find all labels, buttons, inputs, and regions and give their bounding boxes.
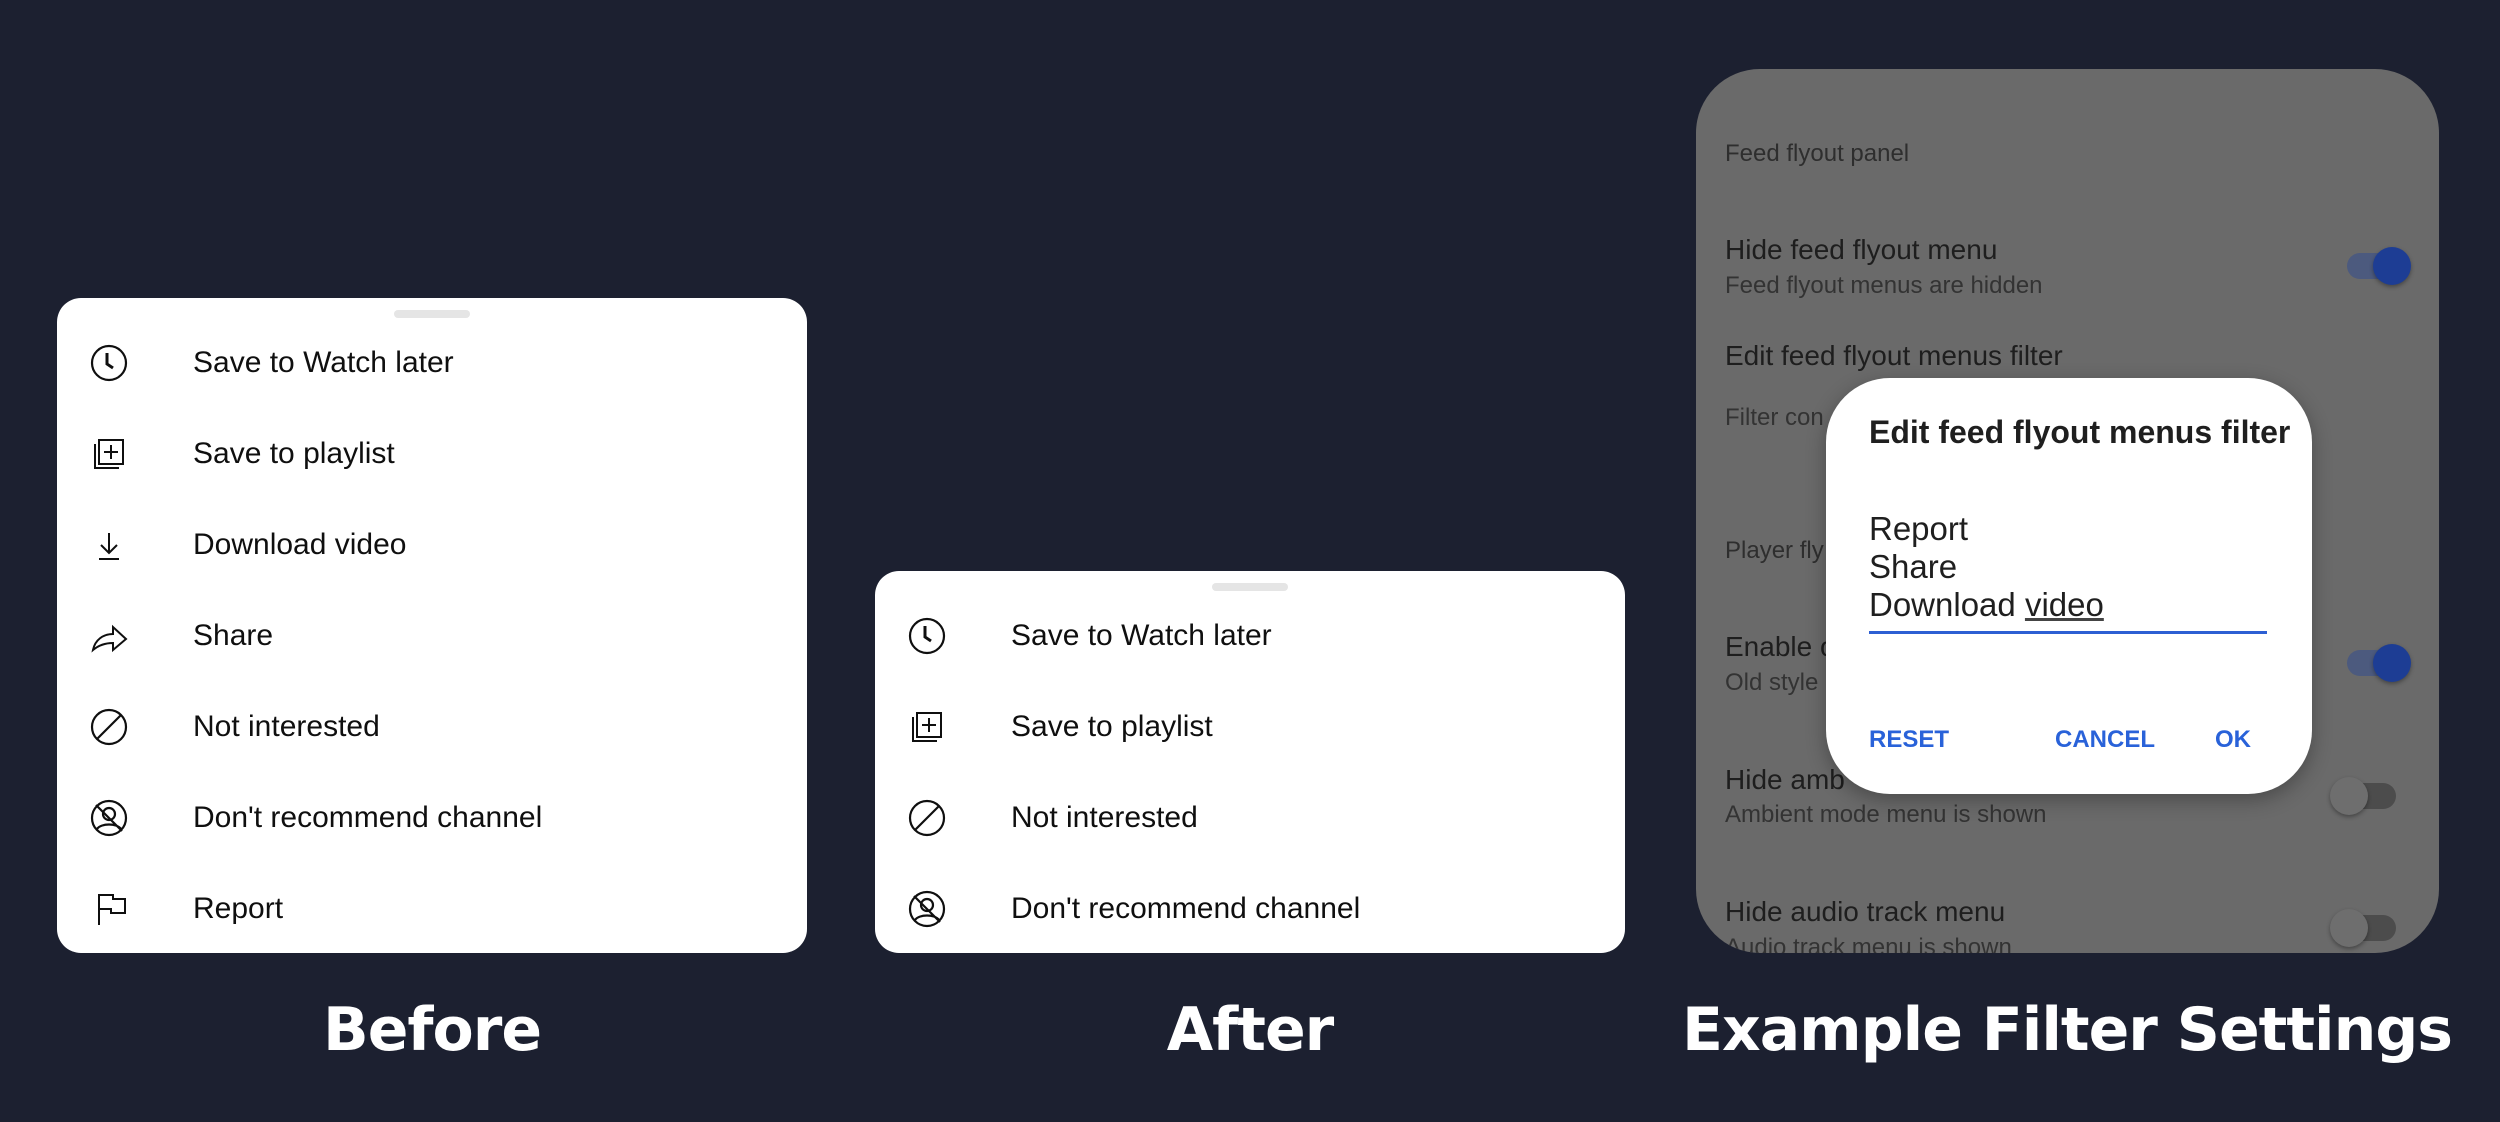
menu-item[interactable]: Report bbox=[57, 863, 807, 953]
filter-line: Download video bbox=[1869, 586, 2104, 624]
menu-item-label: Save to Watch later bbox=[1011, 618, 1272, 652]
share-icon bbox=[92, 625, 127, 651]
setting-summary: Feed flyout menus are hidden bbox=[1725, 272, 2043, 299]
filter-word: Download bbox=[1869, 586, 2016, 623]
setting-summary: Filter con bbox=[1725, 404, 1824, 431]
setting-summary: Ambient mode menu is shown bbox=[1725, 801, 2047, 828]
playlist-add-icon bbox=[94, 438, 124, 469]
menu-item[interactable]: Save to playlist bbox=[875, 681, 1625, 772]
toggle-switch[interactable] bbox=[2330, 777, 2396, 815]
download-icon bbox=[98, 531, 120, 560]
edit-filter-dialog: Edit feed flyout menus filter Report Sha… bbox=[1826, 378, 2312, 794]
clock-icon bbox=[90, 344, 128, 381]
menu-item[interactable]: Not interested bbox=[875, 772, 1625, 863]
setting-title: Edit feed flyout menus filter bbox=[1725, 340, 2063, 371]
reset-button[interactable]: RESET bbox=[1869, 726, 1950, 753]
input-underline bbox=[1869, 631, 2267, 634]
cancel-button[interactable]: CANCEL bbox=[2055, 726, 2155, 753]
caption-before: Before bbox=[322, 995, 542, 1065]
flag-icon bbox=[98, 893, 126, 926]
setting-title: Hide audio track menu bbox=[1725, 896, 2006, 927]
drag-handle[interactable] bbox=[1212, 583, 1288, 591]
menu-item-label: Not interested bbox=[193, 709, 380, 743]
setting-title: Enable o bbox=[1725, 631, 1836, 662]
setting-title: Hide amb bbox=[1725, 764, 1845, 795]
caption-example: Example Filter Settings bbox=[1682, 995, 2453, 1065]
menu-item[interactable]: Save to Watch later bbox=[875, 590, 1625, 681]
menu-item[interactable]: Share bbox=[57, 590, 807, 681]
menu-item[interactable]: Not interested bbox=[57, 681, 807, 772]
filter-line: Share bbox=[1869, 548, 1958, 585]
filter-word-underlined: video bbox=[2024, 586, 2104, 623]
block-icon bbox=[90, 708, 128, 745]
ok-button[interactable]: OK bbox=[2215, 726, 2251, 753]
clock-icon bbox=[908, 617, 946, 654]
menu-item-label: Download video bbox=[193, 527, 407, 561]
menu-item[interactable]: Download video bbox=[57, 499, 807, 590]
caption-after: After bbox=[1166, 995, 1335, 1065]
menu-item[interactable]: Save to Watch later bbox=[57, 317, 807, 408]
setting-title: Hide feed flyout menu bbox=[1725, 234, 1998, 265]
menu-item[interactable]: Don't recommend channel bbox=[875, 863, 1625, 953]
menu-item[interactable]: Don't recommend channel bbox=[57, 772, 807, 863]
menu-item-label: Save to playlist bbox=[1011, 709, 1213, 743]
menu-item[interactable]: Save to playlist bbox=[57, 408, 807, 499]
setting-summary: Audio track menu is shown bbox=[1725, 934, 2012, 953]
section-header-feed: Feed flyout panel bbox=[1725, 140, 1910, 167]
filter-line: Report bbox=[1869, 510, 1969, 547]
dialog-title: Edit feed flyout menus filter bbox=[1869, 414, 2291, 450]
menu-item-label: Save to Watch later bbox=[193, 345, 454, 379]
filter-text-input[interactable]: Report Share Download video bbox=[1869, 510, 2104, 624]
menu-item-label: Don't recommend channel bbox=[193, 800, 543, 834]
menu-item-label: Not interested bbox=[1011, 800, 1198, 834]
toggle-switch[interactable] bbox=[2347, 247, 2411, 285]
menu-item-label: Don't recommend channel bbox=[1011, 891, 1361, 925]
menu-item-label: Share bbox=[193, 618, 274, 652]
person-off-icon bbox=[90, 799, 128, 836]
drag-handle[interactable] bbox=[394, 310, 470, 318]
playlist-add-icon bbox=[912, 711, 942, 742]
block-icon bbox=[908, 799, 946, 836]
menu-item-label: Save to playlist bbox=[193, 436, 395, 470]
section-header-player: Player fly bbox=[1725, 537, 1824, 564]
toggle-switch[interactable] bbox=[2347, 644, 2411, 682]
setting-summary: Old style bbox=[1725, 669, 1819, 696]
toggle-switch[interactable] bbox=[2330, 909, 2396, 947]
person-off-icon bbox=[908, 890, 946, 927]
menu-item-label: Report bbox=[193, 891, 284, 925]
